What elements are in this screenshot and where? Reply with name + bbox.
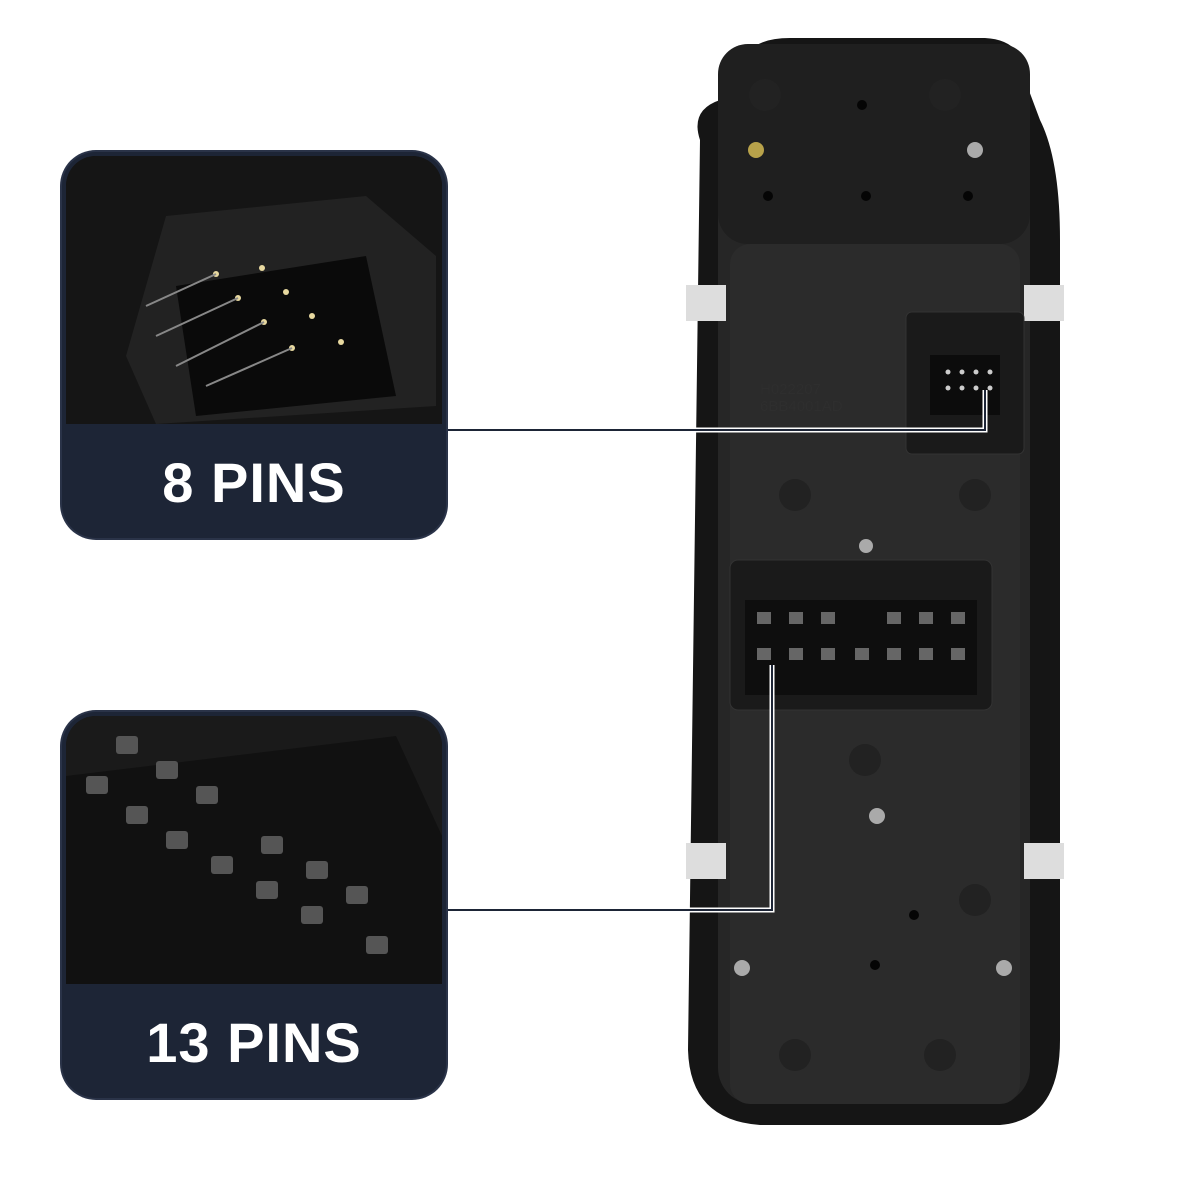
part-number-line-1: H022207 bbox=[760, 381, 821, 398]
screw-icon bbox=[859, 539, 873, 553]
side-clip bbox=[1024, 843, 1064, 879]
screw-icon bbox=[996, 960, 1012, 976]
screw-icon bbox=[748, 142, 764, 158]
side-clip bbox=[686, 285, 726, 321]
side-clip bbox=[686, 843, 726, 879]
connector-closeup-13-pins bbox=[66, 716, 442, 984]
side-clip bbox=[1024, 285, 1064, 321]
callout-8-pins: 8 PINS bbox=[62, 152, 446, 538]
part-number-line-2: 6BB4001AD bbox=[760, 398, 843, 415]
callout-13-pins: 13 PINS bbox=[62, 712, 446, 1098]
callout-label: 8 PINS bbox=[162, 450, 346, 514]
connector-closeup-8-pins bbox=[66, 156, 442, 424]
screw-icon bbox=[967, 142, 983, 158]
part-marking: H022207 6BB4001AD bbox=[760, 381, 843, 415]
screw-icon bbox=[734, 960, 750, 976]
callout-label: 13 PINS bbox=[146, 1010, 362, 1074]
screw-icon bbox=[869, 808, 885, 824]
